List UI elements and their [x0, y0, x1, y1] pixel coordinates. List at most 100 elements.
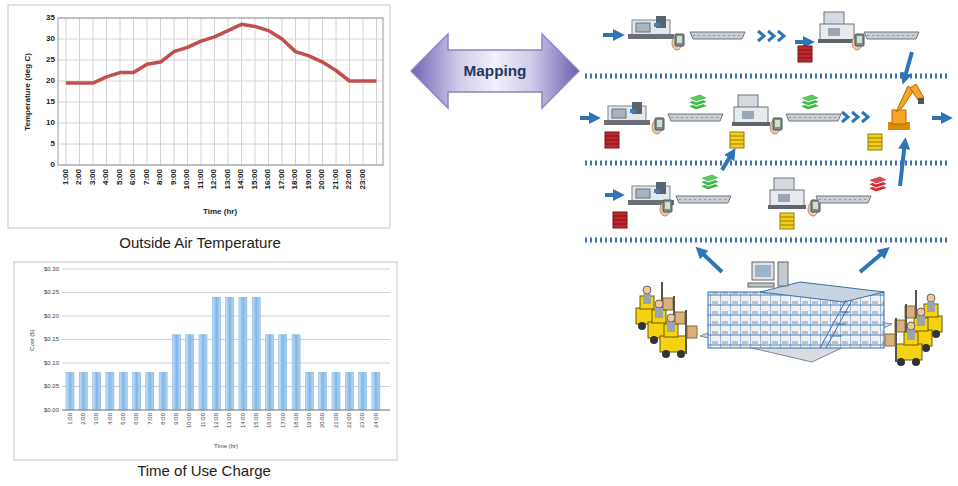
- forklift: [885, 318, 922, 366]
- axis-tick-label: 10:00: [186, 413, 193, 428]
- cost-bar: [79, 372, 87, 410]
- machine-row: [604, 102, 650, 125]
- grid-line: [174, 18, 175, 165]
- grid-line: [241, 18, 242, 165]
- axis-tick-label: 14:00: [240, 413, 247, 428]
- flow-arrow: [860, 250, 886, 272]
- axis-tick-label: 3:00: [93, 413, 100, 425]
- machine-row: [676, 196, 731, 203]
- machine-row: [628, 12, 919, 62]
- axis-tick-label: 9:00: [170, 169, 179, 185]
- warehouse: [778, 262, 788, 286]
- axis-tick-label: 5:00: [120, 413, 127, 425]
- grid-line: [336, 18, 337, 165]
- cost-bar: [372, 372, 380, 410]
- axis-title: Cost ($): [29, 329, 36, 350]
- flow-arrow: [900, 142, 905, 186]
- axis-tick-label: 25: [46, 56, 55, 65]
- axis-tick-label: 21:00: [332, 169, 341, 189]
- machine-row: [888, 84, 924, 130]
- axis-tick-label: 2:00: [80, 413, 87, 425]
- axis-tick-label: 7:00: [143, 169, 152, 185]
- machine-row: [818, 12, 856, 43]
- flow-arrow: [722, 152, 733, 170]
- cost-bar: [186, 335, 194, 410]
- cost-bar: [252, 297, 260, 410]
- axis-tick-label: 3:00: [89, 169, 98, 185]
- grid-line: [58, 18, 383, 165]
- axis-tick-label: 16:00: [266, 413, 273, 428]
- cost-bar: [226, 297, 234, 410]
- flow-arrow: [932, 116, 948, 120]
- grid-line: [363, 18, 364, 165]
- machine-row: [732, 95, 770, 126]
- dotted-band: [585, 76, 950, 240]
- grid-line: [79, 18, 80, 165]
- grid-line: [268, 18, 269, 165]
- grid-line: [62, 269, 390, 410]
- warehouse: [748, 283, 774, 287]
- axis-tick-label: $0.30: [44, 266, 59, 273]
- machine-row: [652, 118, 664, 134]
- axis-tick-label: 11:00: [197, 169, 206, 189]
- machine-row: [798, 46, 812, 62]
- grid-line: [62, 269, 390, 270]
- axis-tick-label: $0.05: [44, 383, 59, 390]
- machine-row: [868, 176, 888, 192]
- axis-tick-label: 21:00: [333, 413, 340, 428]
- grid-line: [187, 18, 188, 165]
- axis-tick-label: $0.20: [44, 313, 59, 320]
- cost-bar: [279, 335, 287, 410]
- machine-row: [668, 114, 723, 121]
- forklift: [660, 310, 697, 358]
- machine-row: [613, 212, 627, 228]
- cost-bar: [172, 335, 180, 410]
- axis-tick-label: 20:00: [319, 413, 326, 428]
- warehouse: [755, 265, 771, 277]
- chart-panel: [14, 262, 397, 460]
- grid-line: [322, 18, 323, 165]
- grid-line: [120, 18, 121, 165]
- machine-row: [786, 114, 841, 121]
- grid-line: [62, 410, 390, 411]
- axis-tick-label: 1:00: [67, 413, 74, 425]
- axis-title: Time (hr): [203, 208, 237, 217]
- flow-arrow: [580, 35, 948, 272]
- grid-line: [255, 18, 256, 165]
- axis-tick-label: 30: [46, 35, 55, 44]
- axis-line: [62, 410, 390, 411]
- cost-bar: [199, 335, 207, 410]
- temperature-plot: [58, 18, 383, 165]
- axis-tick-label: 8:00: [160, 413, 167, 425]
- tou-bar-plot: [62, 269, 390, 410]
- machine-row: [800, 94, 820, 110]
- axis-tick-label: $0.15: [44, 336, 59, 343]
- axis-tick-label: 17:00: [280, 413, 287, 428]
- axis-tick-label: 8:00: [156, 169, 165, 185]
- axis-tick-label: 24:00: [373, 413, 380, 428]
- cost-bar: [212, 297, 220, 410]
- axis-tick-label: 22:00: [345, 169, 354, 189]
- flow-arrow: [580, 116, 596, 120]
- machine-row: [628, 16, 674, 39]
- cost-bar: [159, 372, 167, 410]
- flow-arrow: [603, 33, 620, 37]
- warehouse: [820, 300, 852, 348]
- axis-tick-label: 13:00: [226, 413, 233, 428]
- machine-row: [604, 84, 924, 150]
- axis-tick-label: 17:00: [278, 169, 287, 189]
- flow-arrow: [699, 250, 722, 272]
- axis-title: Time (hr): [214, 443, 238, 450]
- flow-arrow: [904, 52, 912, 80]
- grid-line: [228, 18, 229, 165]
- machine-row: [816, 196, 871, 203]
- machine-row: [852, 34, 864, 50]
- axis-tick-label: 15: [46, 98, 55, 107]
- axis-tick-label: 6:00: [133, 413, 140, 425]
- machine-row: [842, 112, 868, 122]
- grid-line: [295, 18, 296, 165]
- axis-title: Temperature (deg C): [24, 53, 33, 131]
- cost-bar: [305, 372, 313, 410]
- warehouse: [708, 292, 884, 348]
- double-arrow-outline: [411, 34, 579, 108]
